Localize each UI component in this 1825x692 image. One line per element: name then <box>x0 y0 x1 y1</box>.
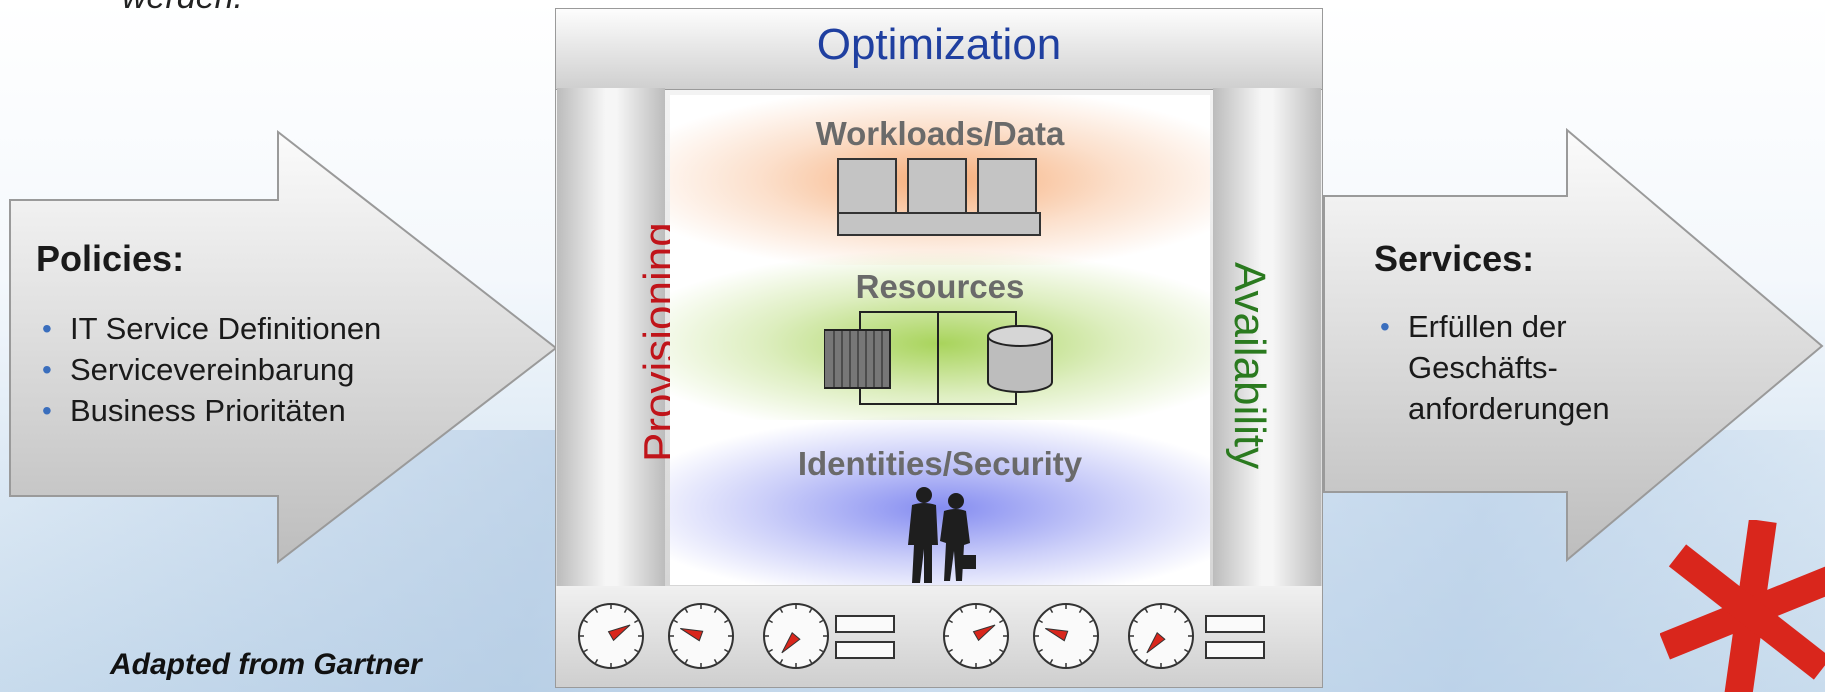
asterisk-icon <box>1660 520 1825 692</box>
optimization-label: Optimization <box>816 20 1062 69</box>
policies-heading: Policies: <box>36 238 185 279</box>
gauge-icon <box>763 603 829 669</box>
policies-arrow: Policies: IT Service Definitionen Servic… <box>8 130 560 566</box>
gauge-icon <box>1128 603 1194 669</box>
resources-icon <box>824 311 1053 405</box>
services-arrow: Services: Erfüllen der Geschäfts- anford… <box>1322 128 1824 564</box>
people-icon <box>908 487 976 583</box>
availability-label: Availability <box>1225 262 1274 470</box>
provisioning-bar <box>557 88 665 586</box>
gauge-icon <box>1033 603 1099 669</box>
list-item: Geschäfts- <box>1408 350 1558 385</box>
optimization-bar <box>555 8 1323 90</box>
services-list: Erfüllen der Geschäfts- anforderungen <box>1374 306 1610 429</box>
status-bars-icon <box>1205 615 1265 659</box>
resources-title: Resources <box>855 268 1025 305</box>
security-title: Identities/Security <box>797 445 1083 482</box>
services-heading: Services: <box>1374 238 1535 279</box>
database-icon <box>987 325 1053 393</box>
gauge-row <box>578 603 1265 669</box>
list-item: IT Service Definitionen <box>36 308 381 349</box>
gauge-icon <box>943 603 1009 669</box>
list-item: Servicevereinbarung <box>36 349 381 390</box>
workloads-title: Workloads/Data <box>815 115 1065 152</box>
status-bars-icon <box>835 615 895 659</box>
availability-bar <box>1213 88 1321 586</box>
server-rack-icon <box>824 329 891 389</box>
top-partial-text: werden. <box>122 0 243 17</box>
policies-list: IT Service Definitionen Servicevereinbar… <box>36 308 381 431</box>
list-item: Business Prioritäten <box>36 390 381 431</box>
list-item: Erfüllen der <box>1374 306 1610 347</box>
list-item: anforderungen <box>1408 391 1610 426</box>
gauge-icon <box>578 603 644 669</box>
gauge-icon <box>668 603 734 669</box>
credit-text: Adapted from Gartner <box>110 648 422 681</box>
resources-glow <box>670 250 1210 420</box>
layers-panel: Workloads/Data Resources Identities/Secu… <box>670 95 1210 585</box>
workloads-icon <box>837 158 1041 236</box>
security-glow <box>670 415 1210 585</box>
